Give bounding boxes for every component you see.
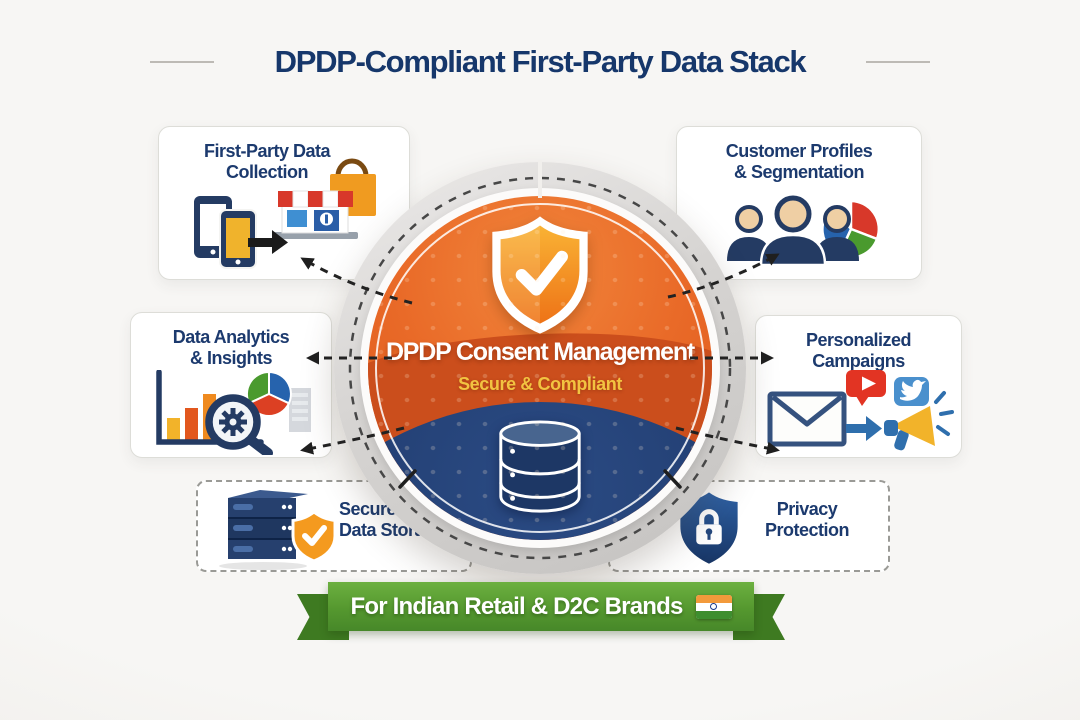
building-silhouette <box>289 388 311 432</box>
bottom-ribbon: For Indian Retail & D2C Brands <box>297 582 785 648</box>
arrow-right-icon <box>846 416 882 441</box>
card-label: First-Party Data Collection <box>203 141 331 183</box>
title-divider-right <box>866 61 930 63</box>
envelope-icon <box>767 391 847 447</box>
users-icon <box>727 195 859 267</box>
center-hub: DPDP Consent Management Secure & Complia… <box>368 196 712 540</box>
ribbon-label: For Indian Retail & D2C Brands <box>350 592 683 620</box>
twitter-icon <box>894 377 929 406</box>
campaigns-icon <box>767 370 954 451</box>
secure-storage-icon <box>219 490 337 570</box>
card-data-analytics-insights: Data Analytics & Insights <box>130 312 332 458</box>
card-label: Personalized Campaigns <box>805 330 912 372</box>
hub-subheading: Secure & Compliant <box>458 374 622 394</box>
awning <box>278 190 353 208</box>
flag-green-stripe <box>695 610 732 619</box>
data-collection-icon <box>194 158 376 269</box>
megaphone-icon <box>884 391 954 451</box>
card-label: Customer Profiles & Segmentation <box>725 141 873 183</box>
ribbon-band: For Indian Retail & D2C Brands <box>328 582 754 631</box>
gear <box>219 408 247 436</box>
center-hub-ring: DPDP Consent Management Secure & Complia… <box>334 162 746 574</box>
title-divider-left <box>150 61 214 63</box>
card-personalized-campaigns: Personalized Campaigns <box>755 315 962 458</box>
page-title: DPDP-Compliant First-Party Data Stack <box>274 44 807 79</box>
storefront-icon <box>274 190 358 239</box>
pie-chart-icon <box>245 370 292 417</box>
flag-chakra <box>710 603 718 610</box>
customer-profiles-icon <box>727 195 881 267</box>
card-label: Privacy Protection <box>764 499 850 541</box>
arrow-right-icon <box>248 230 288 254</box>
magnifier-gear-icon <box>205 394 273 455</box>
india-flag-icon <box>695 594 732 619</box>
data-analytics-icon <box>156 370 311 455</box>
smartphone-icon <box>219 209 257 269</box>
hub-heading: DPDP Consent Management <box>385 338 695 366</box>
youtube-icon <box>846 370 886 406</box>
shield-check-icon <box>492 216 588 334</box>
card-label: Data Analytics & Insights <box>172 327 290 369</box>
shield-check-icon <box>291 510 337 563</box>
server-stack-icon <box>219 490 308 570</box>
database-icon <box>499 420 581 513</box>
flag-saffron-stripe <box>695 594 732 603</box>
